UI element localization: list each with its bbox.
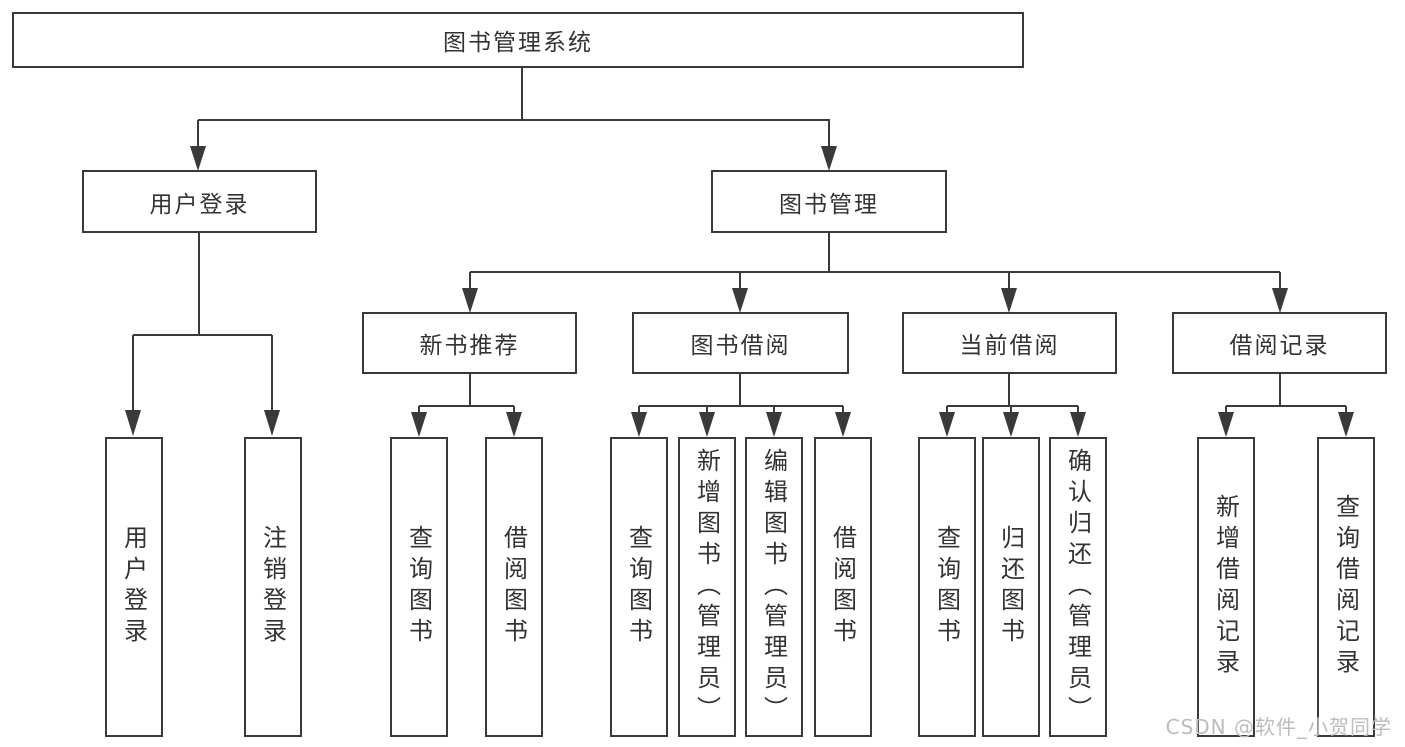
leaf-logout: 注销登录 <box>244 437 302 737</box>
node-system-root: 图书管理系统 <box>12 12 1024 68</box>
node-new-book-recommend: 新书推荐 <box>362 312 577 374</box>
leaf-borrow-book: 借阅图书 <box>485 437 543 737</box>
leaf-add-borrow-record: 新增借阅记录 <box>1197 437 1255 737</box>
leaf-query-book: 查询图书 <box>610 437 668 737</box>
leaf-return-book: 归还图书 <box>982 437 1040 737</box>
node-book-borrowing: 图书借阅 <box>632 312 849 374</box>
node-user-login: 用户登录 <box>82 170 317 233</box>
leaf-add-book-admin: 新增图书（管理员） <box>678 437 736 737</box>
node-current-borrowing: 当前借阅 <box>902 312 1117 374</box>
leaf-borrow-book: 借阅图书 <box>814 437 872 737</box>
leaf-edit-book-admin: 编辑图书（管理员） <box>745 437 803 737</box>
leaf-confirm-return-admin: 确认归还（管理员） <box>1049 437 1107 737</box>
leaf-user-login: 用户登录 <box>105 437 163 737</box>
leaf-query-borrow-record: 查询借阅记录 <box>1317 437 1375 737</box>
leaf-query-book: 查询图书 <box>390 437 448 737</box>
node-book-management: 图书管理 <box>711 170 947 233</box>
node-borrowing-records: 借阅记录 <box>1172 312 1387 374</box>
leaf-query-book: 查询图书 <box>918 437 976 737</box>
csdn-watermark: CSDN @软件_小贺同学 <box>1165 715 1392 739</box>
